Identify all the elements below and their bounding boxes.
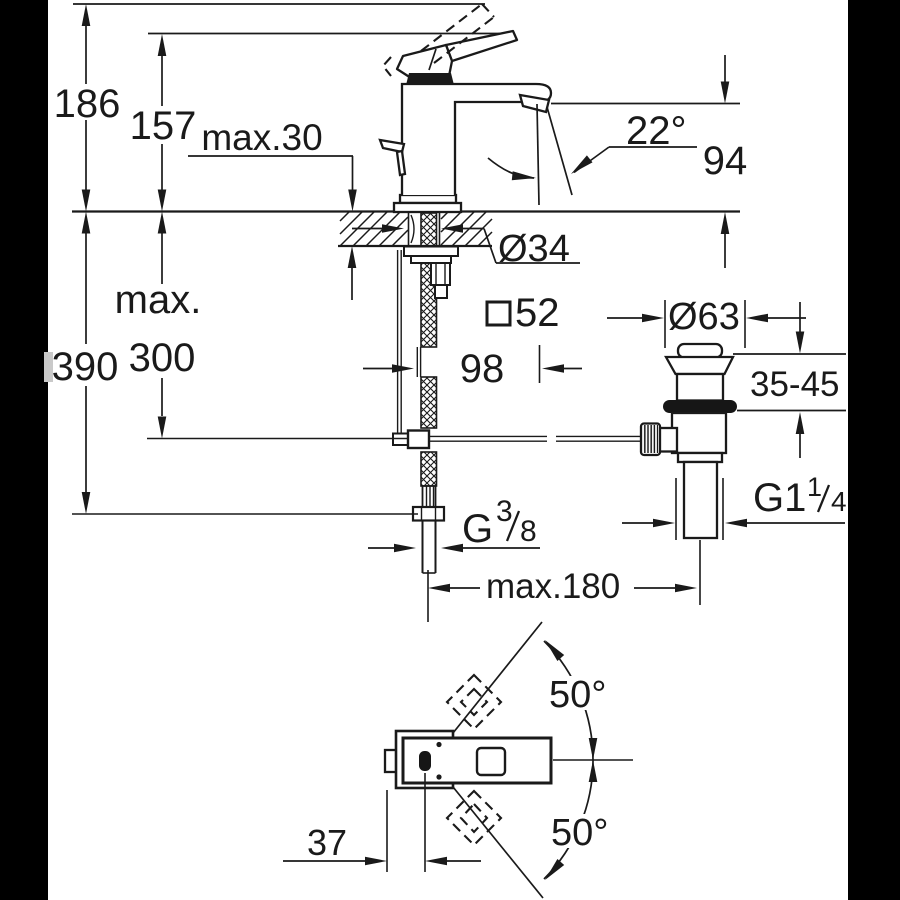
- angle-arc: [487, 157, 535, 179]
- rod-elbow-joint: [406, 429, 431, 450]
- waste-coupling: [676, 451, 724, 464]
- pop-up-stem: [395, 149, 407, 177]
- handle-lever: [444, 29, 519, 63]
- dim-hole-diameter: Ø34: [498, 228, 570, 270]
- handle-position-upper: [445, 673, 503, 731]
- topview-dot: [436, 774, 442, 780]
- dim-waste-thread-main: G1: [753, 476, 806, 520]
- dim-overall-height: 186: [54, 82, 121, 126]
- topview-cartridge-mark: [419, 751, 431, 771]
- dim-deck-thickness: max.30: [201, 117, 322, 158]
- spout-aerator: [518, 93, 551, 114]
- dim-waste-range: 35-45: [750, 365, 840, 404]
- label-knockout: [546, 676, 614, 710]
- faucet-base-plate: [398, 193, 458, 205]
- dim-swing-lower: 50°: [551, 812, 608, 854]
- faucet-body: [378, 3, 573, 214]
- left-bar-mark: [44, 352, 53, 382]
- dim-waste-thread-numerator: 1: [807, 472, 822, 502]
- fraction-slash: [505, 510, 521, 542]
- dim-37: 37: [283, 773, 481, 872]
- dim-spout-angle: 22°: [626, 109, 687, 153]
- dim-install-depth-word: max.: [115, 278, 202, 322]
- dim-install-depth-value: 300: [129, 336, 196, 380]
- dim-94: 94: [703, 55, 748, 268]
- dim-d63: Ø63: [607, 296, 806, 348]
- waste-body-upper: [675, 372, 725, 402]
- fraction-slash: [816, 484, 831, 513]
- swing-ray-lower: [448, 781, 544, 899]
- dim-supply-thread-numerator: 3: [496, 495, 513, 528]
- dim-max180: max.180: [427, 540, 701, 622]
- dim-157-max300: 157 max. 300: [115, 34, 407, 440]
- dim-g38: G 3 8: [368, 495, 540, 553]
- handle-raised-dash: [381, 56, 392, 77]
- dim-overall-depth: 390: [52, 345, 119, 389]
- dim-rod-length: max.180: [486, 567, 620, 606]
- handle-raised-dash: [420, 3, 483, 52]
- supply-connector-g38: [411, 485, 446, 574]
- label-knockout: [548, 814, 616, 848]
- square-symbol: [485, 300, 512, 327]
- dim-3545: 35-45: [733, 302, 846, 458]
- swing-ray-upper: [448, 621, 543, 739]
- dim-spout-reach: 98: [460, 347, 505, 391]
- left-black-bar: [0, 0, 48, 900]
- water-stream-angled: [546, 106, 573, 196]
- waste-knob-knurl: [643, 425, 658, 453]
- water-stream-vertical: [536, 103, 540, 206]
- dim-186-390: 186 390: [52, 4, 418, 515]
- dim-22deg: 22°: [571, 109, 697, 174]
- dim-max30: max.30: [188, 117, 357, 300]
- dim-handle-height: 157: [130, 104, 197, 148]
- dim-base-square: 52: [515, 291, 560, 335]
- dim-waste-flange: Ø63: [668, 296, 740, 338]
- pop-up-waste: [639, 342, 737, 540]
- dim-swing-upper: 50°: [549, 674, 606, 716]
- dim-98: 98: [363, 345, 582, 391]
- handle-raised-dash: [481, 3, 495, 18]
- waste-cone: [664, 355, 735, 376]
- dim-spout-height: 94: [703, 139, 748, 183]
- waste-gasket-ring: [663, 400, 737, 413]
- handle-position-lower: [445, 789, 503, 847]
- faucet-base-flange: [392, 201, 463, 214]
- handle-neck: [406, 73, 454, 85]
- topview-handle-hole: [475, 746, 507, 777]
- top-view: 50° 50° 37: [283, 621, 633, 899]
- dim-handle-offset: 37: [307, 822, 347, 863]
- waste-body-lower: [670, 411, 728, 455]
- waste-rod-socket: [658, 426, 679, 453]
- mounting-hardware: [403, 245, 459, 299]
- dim-supply-thread-denominator: 8: [520, 515, 537, 548]
- waste-tailpiece: [682, 460, 719, 540]
- side-view: 186 390 157 max. 300 max.30: [52, 3, 847, 622]
- dim-square52: 52: [485, 291, 560, 335]
- handle-raised-dash: [433, 16, 495, 64]
- waste-cap: [676, 342, 724, 359]
- dim-d34: Ø34: [352, 224, 580, 270]
- right-black-bar: [848, 0, 900, 900]
- dim-supply-thread-letter: G: [462, 507, 493, 551]
- dim-g114: G1 1 4: [622, 472, 847, 540]
- dim-waste-thread-denominator: 4: [831, 486, 847, 517]
- topview-dot: [436, 741, 442, 748]
